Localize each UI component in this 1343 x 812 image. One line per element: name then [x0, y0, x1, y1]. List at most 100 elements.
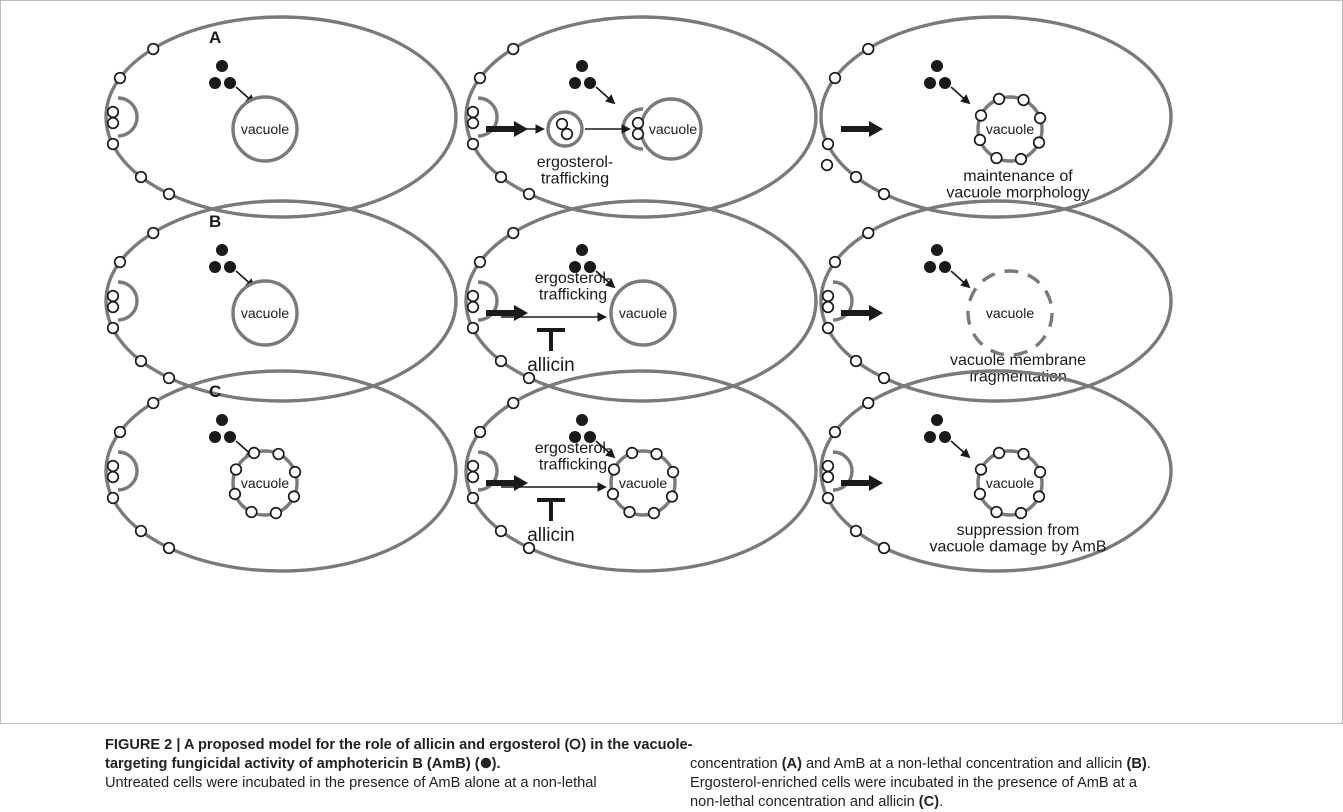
- ergosterol-dot: [288, 465, 302, 479]
- ergosterol-dot: [665, 490, 679, 503]
- ergosterol-dot: [828, 255, 842, 269]
- caption-ref-c: (C): [918, 794, 940, 810]
- ergosterol-dot: [821, 300, 835, 314]
- ergosterol-dot: [849, 170, 863, 184]
- inhibitor-label: allicin: [527, 525, 575, 546]
- amb-dot: [576, 244, 588, 256]
- vacuole-membrane: [231, 449, 299, 517]
- ergosterol-dot: [877, 371, 891, 385]
- amb-dot: [224, 261, 236, 273]
- amb-dot: [584, 261, 596, 273]
- ergosterol-dot: [113, 255, 127, 269]
- ergosterol-dot: [466, 470, 480, 484]
- amb-dot: [584, 431, 596, 443]
- ergosterol-dot: [821, 289, 835, 303]
- vacuole-label: vacuole: [241, 475, 289, 491]
- ergosterol-dot: [973, 487, 987, 501]
- ergosterol-dot: [828, 71, 842, 85]
- caption-title-3: ).: [491, 756, 501, 772]
- ergosterol-dot: [507, 226, 520, 240]
- endosome-membrane: [477, 96, 499, 138]
- panel-label: A: [209, 28, 221, 47]
- amb-dot: [939, 77, 951, 89]
- ergosterol-dot: [862, 42, 875, 56]
- ergosterol-dot: [1017, 93, 1030, 107]
- ergosterol-dot: [466, 459, 480, 473]
- endosome-membrane: [117, 450, 139, 492]
- panel-label: B: [209, 212, 221, 231]
- ergosterol-dot: [990, 505, 1003, 519]
- ergosterol-dot: [162, 371, 176, 385]
- amb-dot: [224, 77, 236, 89]
- ergosterol-dot: [113, 425, 127, 439]
- caption-right-6: .: [939, 794, 944, 810]
- ergosterol-dot: [147, 42, 160, 56]
- ergosterol-dot: [821, 459, 835, 473]
- ergosterol-dot: [862, 396, 875, 410]
- ergosterol-open-circle-icon: [569, 738, 581, 750]
- amb-filled-circle-icon: [480, 757, 491, 769]
- vacuole-label: vacuole: [619, 475, 667, 491]
- amb-dot: [569, 431, 581, 443]
- ergosterol-dot: [466, 491, 480, 505]
- cell-membrane: [819, 15, 1173, 219]
- cell-membrane: [464, 199, 818, 403]
- ergosterol-dot: [473, 255, 487, 269]
- amb-dot: [569, 77, 581, 89]
- ergosterol-dot: [607, 463, 621, 476]
- vacuole-label: vacuole: [986, 121, 1034, 137]
- ergosterol-dot: [473, 425, 487, 439]
- endosome-membrane: [117, 96, 139, 138]
- inhibitor-label: allicin: [527, 355, 575, 376]
- panel-label: C: [209, 382, 221, 401]
- endosome-membrane: [477, 450, 499, 492]
- amb-dot: [576, 414, 588, 426]
- ergosterol-dot: [1017, 447, 1030, 461]
- transition-arrow: [841, 475, 883, 491]
- cell-membrane: [104, 15, 458, 219]
- ergosterol-dot: [106, 459, 120, 473]
- vacuole-membrane: [609, 279, 677, 347]
- amb-dot: [216, 244, 228, 256]
- ergosterol-dot: [877, 187, 891, 201]
- amb-target-arrow: [595, 270, 616, 289]
- ergosterol-dot: [106, 300, 120, 314]
- ergosterol-dot: [849, 354, 863, 368]
- amb-dot: [209, 261, 221, 273]
- ergosterol-dot: [828, 425, 842, 439]
- caption-left-text: Untreated cells were incubated in the pr…: [105, 775, 597, 791]
- endosome-membrane: [477, 280, 499, 322]
- cell-membrane: [819, 369, 1173, 573]
- ergosterol-dot: [245, 505, 258, 519]
- ergosterol-dot: [466, 289, 480, 303]
- ergosterol-dot: [973, 133, 987, 147]
- amb-dot: [924, 77, 936, 89]
- ergosterol-dot: [1032, 490, 1046, 503]
- caption-right-5: non-lethal concentration and allicin: [690, 794, 915, 810]
- cell-a1: vacuole: [104, 15, 458, 219]
- caption-ref-b: (B): [1126, 756, 1147, 772]
- ergosterol-dot: [147, 226, 160, 240]
- caption-right: concentration (A) and AmB at a non-letha…: [690, 755, 1340, 812]
- ergosterol-dot: [466, 300, 480, 314]
- ergosterol-dot: [162, 541, 176, 555]
- caption-right-2: and AmB at a non-lethal concentration an…: [806, 756, 1123, 772]
- vacuole-membrane: [976, 95, 1044, 163]
- transition-arrow: [841, 121, 883, 137]
- cell-membrane: [104, 369, 458, 573]
- ergosterol-dot: [1014, 152, 1028, 166]
- ergosterol-dot: [1033, 465, 1047, 479]
- amb-dot: [924, 431, 936, 443]
- transition-arrow: [841, 305, 883, 321]
- caption-ref-a: (A): [781, 756, 802, 772]
- fragmented-vacuole-membrane: [966, 269, 1054, 357]
- amb-dot: [931, 414, 943, 426]
- ergosterol-dot: [522, 541, 536, 555]
- ergosterol-dot: [974, 109, 988, 122]
- endosome-membrane: [832, 280, 854, 322]
